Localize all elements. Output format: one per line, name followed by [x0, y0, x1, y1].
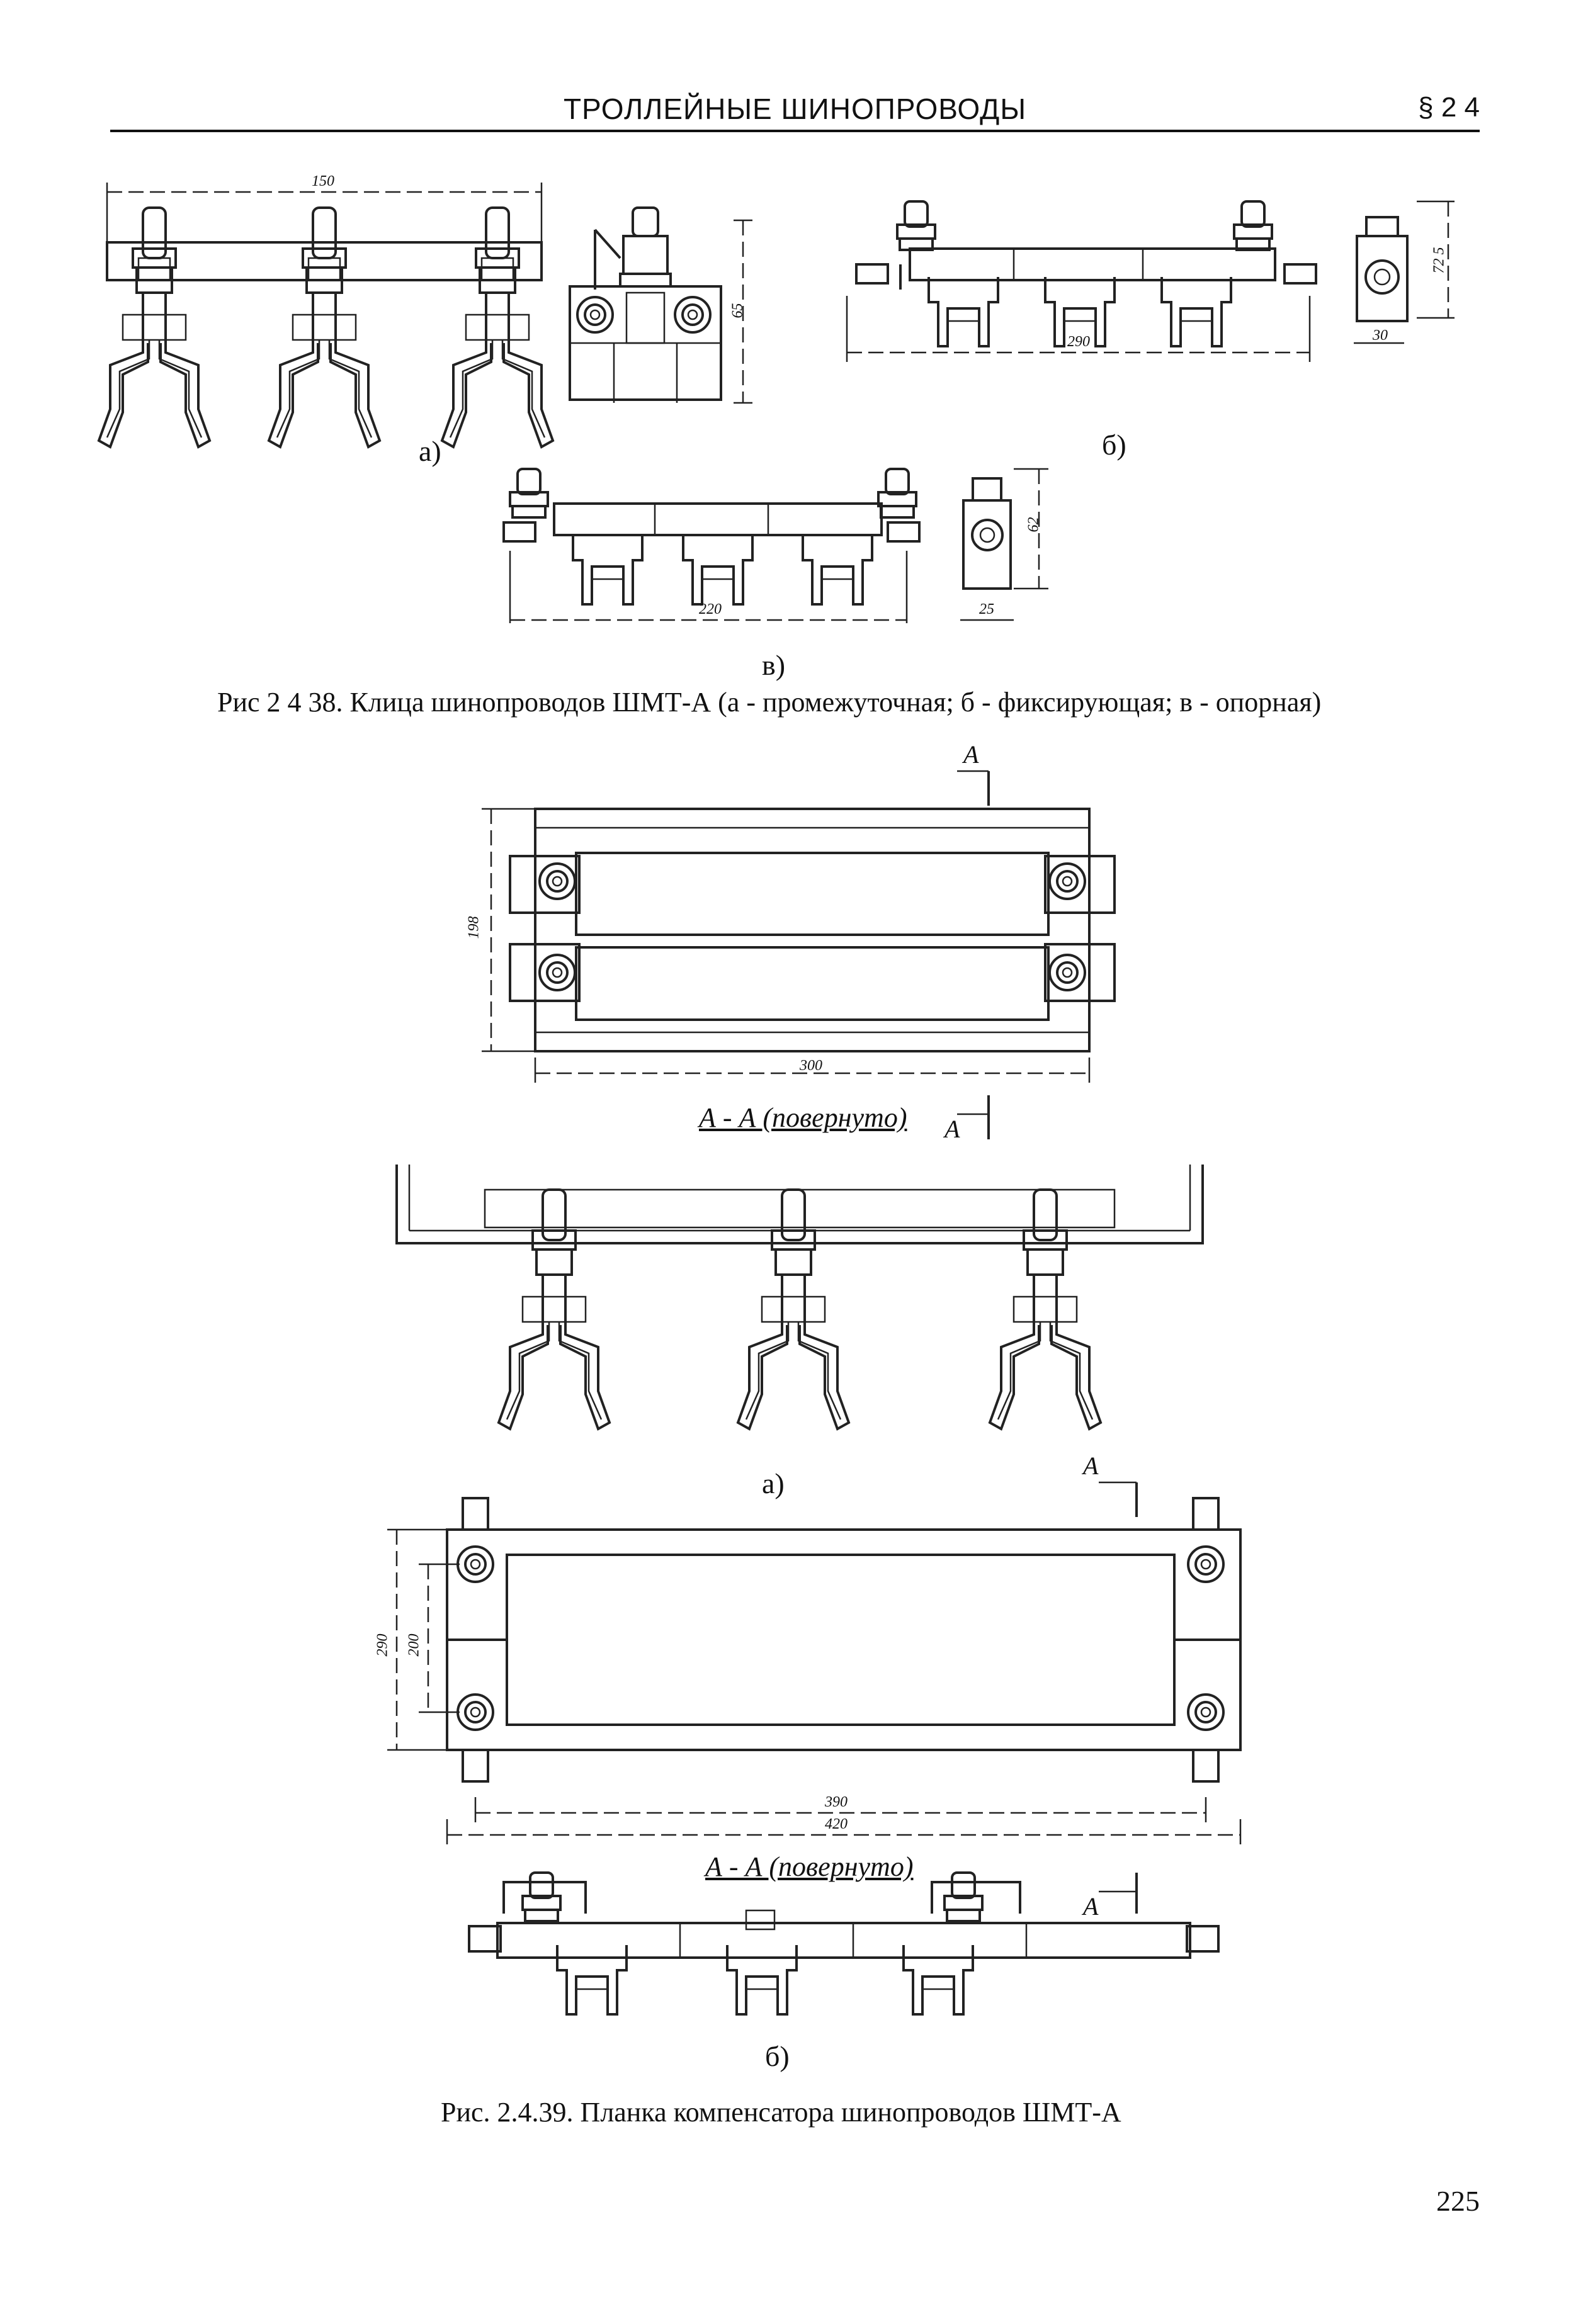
dim-b-side-width: 30	[1373, 327, 1388, 344]
dim-39a-width: 300	[800, 1058, 822, 1074]
dim-39b-width-inner: 390	[825, 1794, 848, 1810]
section-mark-top-a: А	[963, 740, 979, 769]
fig38-a-side	[569, 206, 752, 404]
fig38-b-side	[1354, 200, 1455, 344]
fig38-v-front	[502, 468, 921, 623]
dim-39a-height: 198	[465, 916, 482, 939]
dim-b-side-height: 72 5	[1431, 247, 1448, 274]
section-title-a: А - А (повернуто)	[699, 1102, 907, 1133]
fig39-label-a: а)	[762, 1467, 785, 1499]
section-mark-bottom-b: А	[1083, 1892, 1099, 1921]
fig38-a-front	[98, 183, 554, 448]
page-number: 225	[1436, 2185, 1480, 2217]
fig39-b-plan	[387, 1481, 1242, 1914]
fig39-b-section	[468, 1871, 1220, 2016]
dim-39b-height-outer: 290	[374, 1633, 391, 1657]
section-mark-top-b: А	[1083, 1452, 1099, 1480]
dim-b-width: 290	[1067, 334, 1090, 350]
section-number: § 2 4	[1418, 92, 1480, 123]
fig39-caption: Рис. 2.4.39. Планка компенсатора шинопро…	[441, 2097, 1121, 2128]
fig39-a-section	[395, 1165, 1204, 1430]
dim-a-height: 65	[729, 303, 746, 319]
running-header: ТРОЛЛЕЙНЫЕ ШИНОПРОВОДЫ § 2 4	[110, 88, 1480, 132]
dim-39b-width-outer: 420	[825, 1816, 848, 1832]
header-rule	[110, 130, 1480, 132]
fig38-v-side	[960, 468, 1048, 621]
fig38-label-v: в)	[762, 649, 786, 681]
dim-39b-height-inner: 200	[406, 1633, 423, 1657]
fig39-a-plan	[482, 770, 1116, 1139]
fig38-label-a: а)	[419, 435, 441, 467]
fig38-label-b: б)	[1102, 429, 1126, 461]
dim-v-width: 220	[699, 601, 722, 618]
dim-v-side-height: 62	[1025, 517, 1042, 533]
fig39-label-b: б)	[765, 2040, 790, 2072]
dim-v-side-width: 25	[979, 601, 994, 618]
fig38-caption: Рис 2 4 38. Клица шинопроводов ШМТ-А (а …	[217, 687, 1322, 718]
section-title-b: А - А (повернуто)	[705, 1851, 914, 1882]
running-header-title: ТРОЛЛЕЙНЫЕ ШИНОПРОВОДЫ	[563, 93, 1027, 125]
dim-a-width: 150	[312, 173, 334, 189]
fig38-b-front	[846, 200, 1317, 362]
section-mark-bottom-a: А	[944, 1115, 960, 1143]
